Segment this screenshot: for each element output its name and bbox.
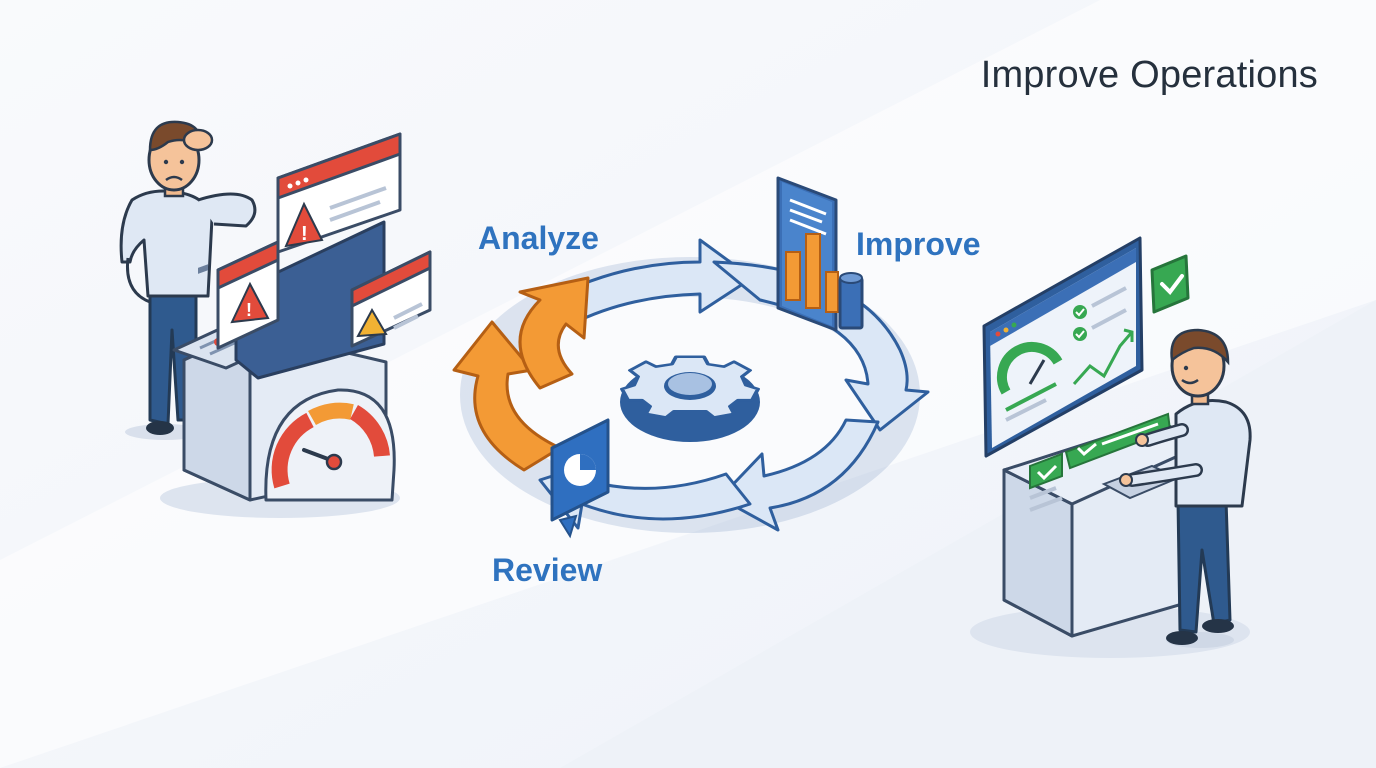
orange-arrow-upper [518,276,590,390]
svg-text:!: ! [301,223,308,245]
bar-chart-report-icon [776,176,864,332]
svg-text:!: ! [246,300,252,320]
stressed-person-icon [119,120,257,440]
step-label-improve: Improve [856,226,981,262]
orange-arrow-lower [452,320,562,472]
happy-person-icon [1119,328,1252,648]
cycle-diagram [452,238,930,533]
page-title: Improve Operations [980,54,1318,96]
speedometer-gauge-icon [264,388,396,502]
checkmark-icon [1150,254,1190,314]
gear-icon [620,355,760,442]
pie-chart-icon [550,418,610,539]
step-label-review: Review [492,552,603,588]
warning-triangle-icon: ! [284,201,324,248]
alert-window-icon [350,250,432,348]
alert-window-icon: ! [216,240,280,350]
step-label-analyze: Analyze [478,220,599,256]
